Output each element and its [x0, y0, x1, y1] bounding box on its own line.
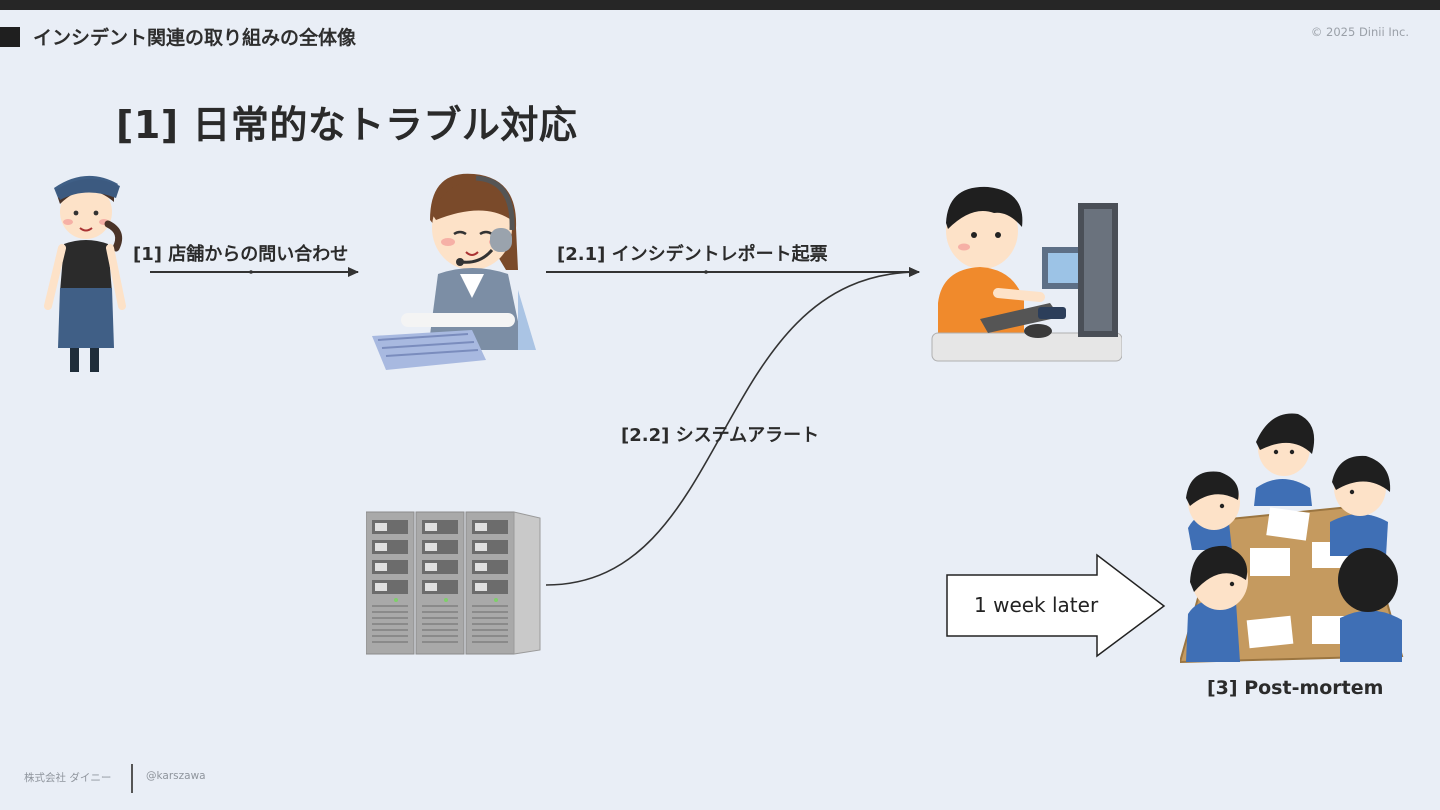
engineer-at-computer-illustration [928, 183, 1122, 365]
team-meeting-illustration [1180, 410, 1404, 666]
server-rack-illustration [366, 510, 542, 656]
step3-label: [3] Post-mortem [1207, 677, 1383, 699]
later-label: 1 week later [974, 593, 1098, 617]
call-center-operator-illustration [368, 170, 540, 375]
footer-divider [131, 764, 133, 793]
step22-label: [2.2] システムアラート [621, 421, 819, 447]
store-staff-illustration [38, 168, 130, 378]
step21-label: [2.1] インシデントレポート起票 [557, 240, 828, 266]
footer-company: 株式会社 ダイニー [24, 770, 111, 785]
footer-handle: @karszawa [146, 770, 206, 782]
step1-label: [1] 店舗からの問い合わせ [133, 240, 348, 266]
